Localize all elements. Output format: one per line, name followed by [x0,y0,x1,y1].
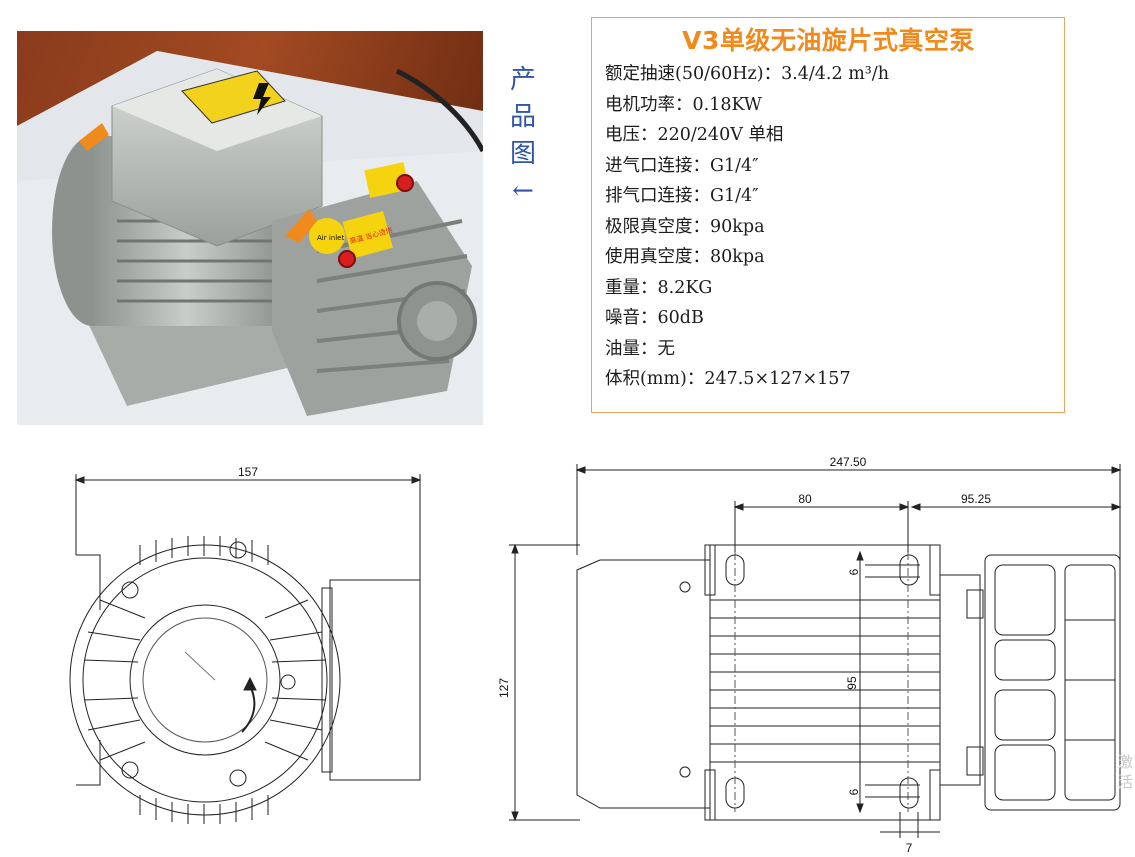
caption-char-2: 品 [509,102,536,132]
spec-weight: 重量：8.2KG [605,277,713,298]
spec-noise: 噪音：60dB [605,308,704,328]
end-view-drawing: 157 [0,440,470,857]
spec-inlet: 进气口连接：G1/4″ [605,155,759,176]
dim-hole-offset-bottom: 6 [847,788,861,795]
top-view-drawing: 247.50 80 95.25 127 95 6 6 7 [480,440,1135,857]
left-arrow-icon: ← [512,176,534,206]
top-view-svg: 247.50 80 95.25 127 95 6 6 7 [497,455,1122,855]
spec-dimensions: 体积(mm)：247.5×127×157 [605,369,851,389]
pump-photo-illustration: Air inlet 高温 当心烫伤 [17,31,483,425]
caption-char-1: 产 [509,65,536,95]
dim-hole-width: 7 [906,841,913,855]
end-view-svg: 157 [69,465,422,824]
spec-oil: 油量：无 [605,338,675,359]
spec-motor-power: 电机功率：0.18KW [605,94,762,115]
dim-total-length: 247.50 [830,455,867,469]
spec-outlet: 排气口连接：G1/4″ [605,186,759,206]
spec-flow-rate: 额定抽速(50/60Hz)：3.4/4.2 m³/h [605,64,889,84]
product-image-caption: 产 品 图 ← [505,62,541,210]
caption-char-3: 图 [509,139,536,169]
spec-voltage: 电压：220/240V 单相 [605,125,784,145]
dim-hole-offset-top: 6 [847,568,861,575]
dim-height: 127 [497,678,511,698]
spec-ultimate-vacuum: 极限真空度：90kpa [605,216,765,237]
dim-width-157: 157 [238,465,258,479]
dim-hole-spacing: 95 [845,676,859,690]
spec-title: V3单级无油旋片式真空泵 [682,26,975,55]
activation-watermark: 激活 [1118,753,1134,791]
air-inlet-label: Air inlet [317,234,344,242]
product-photo: Air inlet 高温 当心烫伤 [17,31,483,425]
spec-box: V3单级无油旋片式真空泵 额定抽速(50/60Hz)：3.4/4.2 m³/h … [591,17,1065,413]
spec-working-vacuum: 使用真空度：80kpa [605,247,765,267]
dim-left-span: 80 [798,492,812,506]
dim-right-span: 95.25 [961,492,991,506]
